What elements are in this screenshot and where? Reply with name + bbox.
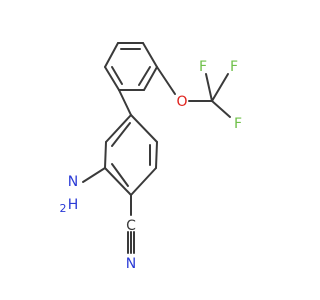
nitrile-group xyxy=(127,194,135,254)
amino-hydrogen-label: H xyxy=(68,197,79,213)
fluorine-label-top-right: F xyxy=(230,59,238,75)
nitrile-nitrogen-label: N xyxy=(126,256,136,272)
amino-bond xyxy=(82,167,106,183)
amino-subscript-label: 2 xyxy=(60,202,67,215)
amino-nitrogen-label: N xyxy=(68,174,78,190)
fluorine-label-bottom: F xyxy=(234,116,242,132)
biaryl-bond xyxy=(118,89,132,116)
oxygen-label: O xyxy=(176,94,187,110)
nitrile-carbon-label: C xyxy=(126,218,136,234)
amino-label: N H 2 xyxy=(60,174,79,215)
trifluoromethoxy-group xyxy=(156,66,231,118)
upper-phenyl-ring xyxy=(104,42,158,91)
lower-benzonitrile-ring xyxy=(104,114,158,196)
structure-diagram: F F F O N H 2 C N xyxy=(60,42,242,272)
fluorine-label-top-left: F xyxy=(199,59,207,75)
